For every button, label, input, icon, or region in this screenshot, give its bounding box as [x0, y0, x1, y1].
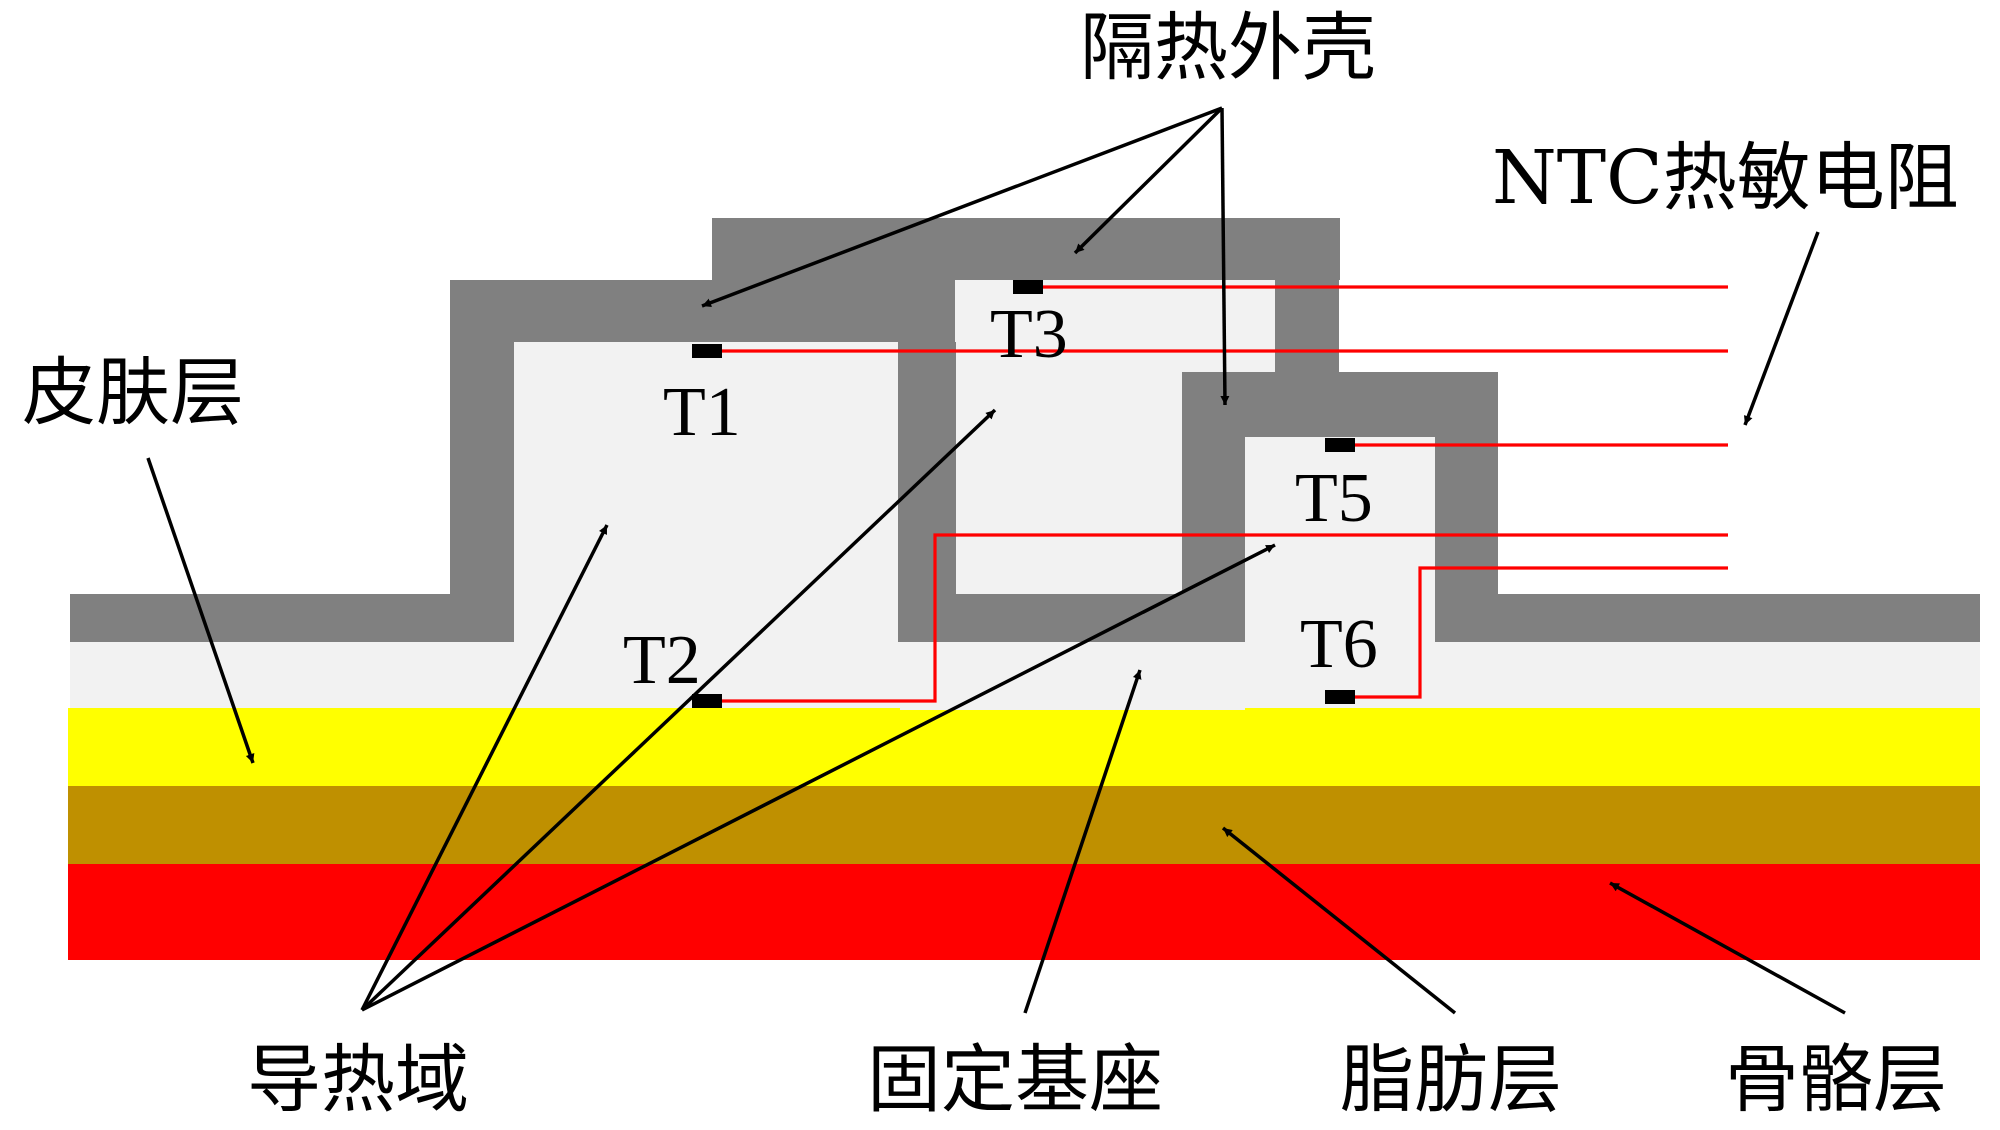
sensor-label-t3: T3 [990, 296, 1068, 373]
bone-layer [68, 864, 1980, 960]
label-conduction-domain: 导热域 [247, 1037, 469, 1123]
sensors [692, 280, 1355, 708]
arrow-skin [146, 457, 255, 764]
arrow-shell-2 [1073, 106, 1224, 255]
conduction-domain-5 [1245, 437, 1435, 707]
conduction-domain-1 [514, 342, 900, 642]
sensor-label-t2: T2 [623, 622, 701, 699]
label-insulating-shell: 隔热外壳 [1080, 5, 1376, 91]
fat-layer [68, 786, 1980, 866]
label-bone-layer: 骨骼层 [1725, 1037, 1947, 1123]
sensor-t1 [692, 344, 722, 358]
arrow-bone [1609, 881, 1846, 1015]
arrow-shell-1 [701, 106, 1223, 308]
sensor-label-t1: T1 [663, 374, 741, 451]
label-ntc-thermistor: NTC热敏电阻 [1492, 135, 1959, 221]
sensor-label-t5: T5 [1295, 460, 1373, 537]
sensor-t2 [692, 694, 722, 708]
sensor-t6 [1325, 690, 1355, 704]
insulating-shell [70, 218, 1980, 642]
arrow-base [1023, 669, 1142, 1014]
sensor-t3 [1013, 280, 1043, 294]
arrow-domain-3 [361, 543, 1276, 1012]
sensor-t5 [1325, 438, 1355, 452]
label-skin-layer: 皮肤层 [22, 350, 244, 436]
conduction-domain-base [900, 640, 1245, 710]
callout-arrows [146, 106, 1846, 1015]
arrow-shell-3 [1220, 107, 1230, 406]
ntc-wires [706, 285, 1728, 703]
label-fat-layer: 脂肪层 [1340, 1037, 1562, 1123]
arrow-fat [1221, 826, 1457, 1015]
arrow-domain-1 [360, 524, 609, 1011]
sensor-label-t6: T6 [1300, 606, 1378, 683]
arrow-domain-2 [360, 408, 997, 1012]
arrow-ntc [1743, 231, 1820, 426]
skin-layer [68, 708, 1980, 788]
label-fixed-base: 固定基座 [867, 1037, 1163, 1123]
